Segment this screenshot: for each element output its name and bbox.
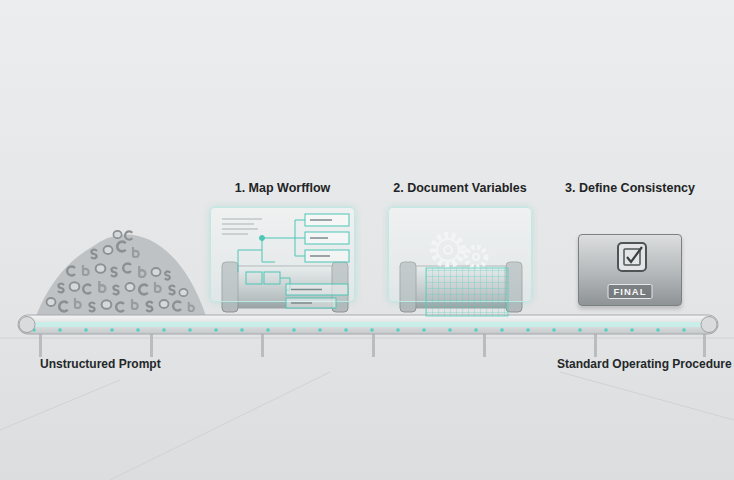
belt-legs [703, 333, 706, 357]
flowchart-sketch [291, 302, 312, 304]
station-panel: 2. Document Variables [388, 207, 532, 302]
floor-lines [0, 380, 120, 430]
letter-pile [160, 300, 169, 308]
letter-pile [83, 285, 91, 294]
conveyor-belt [18, 315, 718, 334]
letter-pile [102, 300, 112, 309]
output-box: 3. Define ConsistencyFINAL [578, 234, 682, 306]
letter-pile [47, 298, 56, 306]
letter-pile [152, 268, 161, 276]
letter-pile [91, 250, 97, 259]
belt-legs [372, 333, 375, 357]
floor-lines [0, 338, 734, 480]
letter-pile [125, 231, 132, 239]
letter-pile [139, 285, 148, 295]
letter-pile [155, 282, 161, 292]
step-heading: 2. Document Variables [329, 181, 591, 195]
step-heading: 3. Define Consistency [519, 181, 734, 195]
conveyor-belt [19, 317, 35, 333]
letter-pile [189, 302, 194, 311]
letter-pile [89, 303, 95, 312]
step-heading: 1. Map Worfflow [151, 181, 414, 195]
letter-pile [133, 247, 139, 257]
letter-pile [123, 264, 131, 273]
letter-pile [59, 302, 68, 312]
belt-legs [594, 333, 597, 357]
floor-lines [0, 338, 734, 339]
letter-pile [117, 242, 126, 252]
letter-pile [83, 265, 89, 275]
belt-legs [261, 333, 264, 357]
belt-legs [39, 333, 706, 357]
letter-pile [169, 286, 175, 295]
letter-pile [146, 302, 153, 312]
conveyor-belt [18, 315, 718, 334]
letter-pile [111, 268, 117, 277]
belt-legs [150, 333, 153, 357]
letter-pile [67, 267, 75, 276]
letter-pile [58, 284, 64, 293]
letter-pile [75, 298, 81, 308]
floor-lines [110, 372, 330, 480]
conveyor-belt [701, 317, 717, 333]
letter-pile [173, 302, 181, 311]
conveyor-belt [26, 315, 710, 334]
stage-label: Unstructured Prompt [40, 357, 161, 371]
letter-pile [165, 271, 171, 279]
status-plate: FINAL [608, 284, 653, 299]
belt-legs [39, 333, 42, 357]
floor-lines [560, 372, 734, 420]
letter-pile [132, 299, 138, 309]
letter-pile [104, 246, 113, 254]
station-panel: 1. Map Worfflow [210, 207, 355, 302]
letter-pile [179, 289, 187, 296]
letter-pile [36, 234, 206, 316]
letter-pile [99, 281, 105, 292]
letter-pile [126, 283, 135, 291]
letter-pile [113, 286, 119, 295]
letter-pile [96, 264, 106, 273]
letter-pile [113, 231, 121, 238]
stage-label: Standard Operating Procedure [557, 357, 732, 371]
letter-pile [139, 266, 145, 277]
letter-pile [116, 303, 124, 312]
letter-pile [70, 282, 80, 291]
letter-pile [36, 231, 206, 316]
belt-legs [483, 333, 486, 357]
conveyor-belt [26, 322, 710, 327]
